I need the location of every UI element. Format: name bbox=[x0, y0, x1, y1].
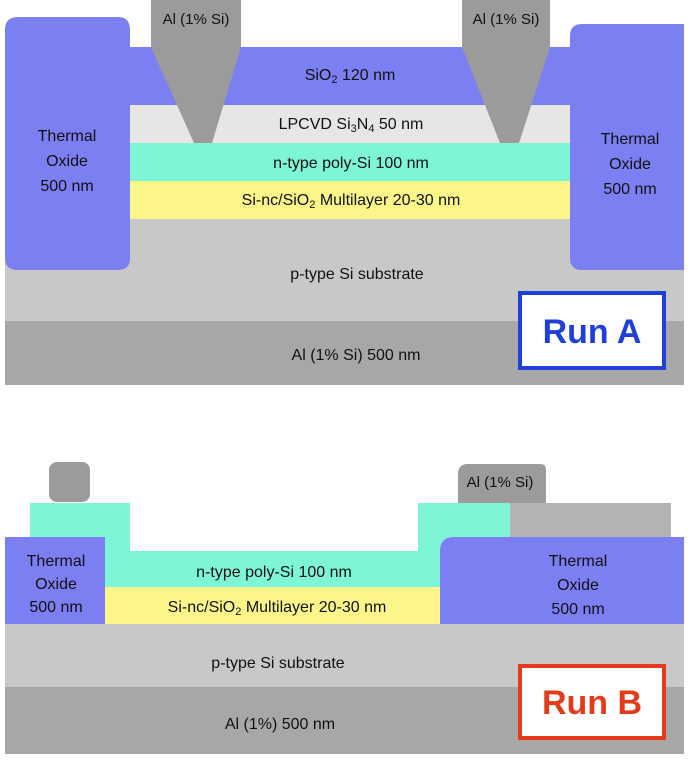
run-a-thermal-right-line3: 500 nm bbox=[603, 181, 656, 198]
run-b-badge-label: Run B bbox=[542, 684, 642, 722]
run-b-thermal-left-line1: Thermal bbox=[27, 553, 86, 570]
run-a-multilayer-layer bbox=[130, 181, 570, 219]
run-b-al-ledge-right bbox=[510, 503, 671, 537]
run-b-thermal-left-line3: 500 nm bbox=[29, 599, 82, 616]
run-a-al-contact-right bbox=[462, 0, 550, 143]
run-b-thermal-left-line2: Oxide bbox=[35, 576, 77, 593]
run-a-al-contact-left bbox=[151, 0, 241, 143]
run-a-sio2-label: SiO2 120 nm bbox=[305, 67, 396, 86]
run-b-contact-right-label: Al (1% Si) bbox=[467, 474, 534, 491]
run-b-poly-si-layer bbox=[30, 503, 510, 587]
run-a-thermal-left-line1: Thermal bbox=[38, 128, 97, 145]
run-a-contact-right-label: Al (1% Si) bbox=[473, 11, 540, 28]
run-b-multilayer-label: Si-nc/SiO2 Multilayer 20-30 nm bbox=[168, 599, 387, 618]
run-b-multilayer-layer bbox=[105, 587, 440, 624]
run-a-thermal-right-line1: Thermal bbox=[601, 131, 660, 148]
run-a-sio2-layer bbox=[150, 47, 548, 105]
run-b-badge bbox=[518, 664, 666, 740]
run-b-thermal-right-line2: Oxide bbox=[557, 577, 599, 594]
run-a-contact-left-label: Al (1% Si) bbox=[163, 11, 230, 28]
run-b-al-pad-left bbox=[49, 462, 90, 502]
run-a-diagram: Al (1% Si) Al (1% Si) SiO2 120 nm LPCVD … bbox=[5, 0, 684, 385]
run-b-poly-label: n-type poly-Si 100 nm bbox=[196, 564, 352, 581]
run-b-al-contact-right bbox=[458, 464, 546, 503]
run-a-oxide-bridge-left bbox=[128, 47, 160, 105]
run-a-multilayer-label: Si-nc/SiO2 Multilayer 20-30 nm bbox=[242, 192, 461, 211]
run-a-nitride-label: LPCVD Si3N4 50 nm bbox=[279, 116, 424, 135]
run-a-badge bbox=[518, 291, 666, 370]
run-a-poly-si-layer bbox=[130, 143, 570, 181]
run-a-backside-label: Al (1% Si) 500 nm bbox=[292, 347, 421, 364]
run-a-thermal-oxide-left bbox=[5, 17, 130, 270]
run-a-poly-label: n-type poly-Si 100 nm bbox=[273, 155, 429, 172]
run-a-thermal-right-line2: Oxide bbox=[609, 156, 651, 173]
run-a-thermal-left-line2: Oxide bbox=[46, 153, 88, 170]
run-a-oxide-bridge-right bbox=[540, 47, 572, 105]
run-b-thermal-right-line3: 500 nm bbox=[551, 601, 604, 618]
run-b-thermal-oxide-right bbox=[440, 537, 684, 624]
run-a-thermal-left-line3: 500 nm bbox=[40, 178, 93, 195]
run-b-thermal-right-line1: Thermal bbox=[549, 553, 608, 570]
run-a-thermal-oxide-right bbox=[570, 24, 684, 270]
run-a-badge-label: Run A bbox=[543, 313, 642, 351]
run-b-substrate-label: p-type Si substrate bbox=[211, 655, 345, 672]
run-a-substrate-label: p-type Si substrate bbox=[290, 266, 424, 283]
run-b-thermal-oxide-left bbox=[5, 537, 105, 624]
run-b-backside-label: Al (1%) 500 nm bbox=[225, 716, 335, 733]
run-b-diagram: Al (1% Si) n-type poly-Si 100 nm Si-nc/S… bbox=[5, 462, 684, 754]
